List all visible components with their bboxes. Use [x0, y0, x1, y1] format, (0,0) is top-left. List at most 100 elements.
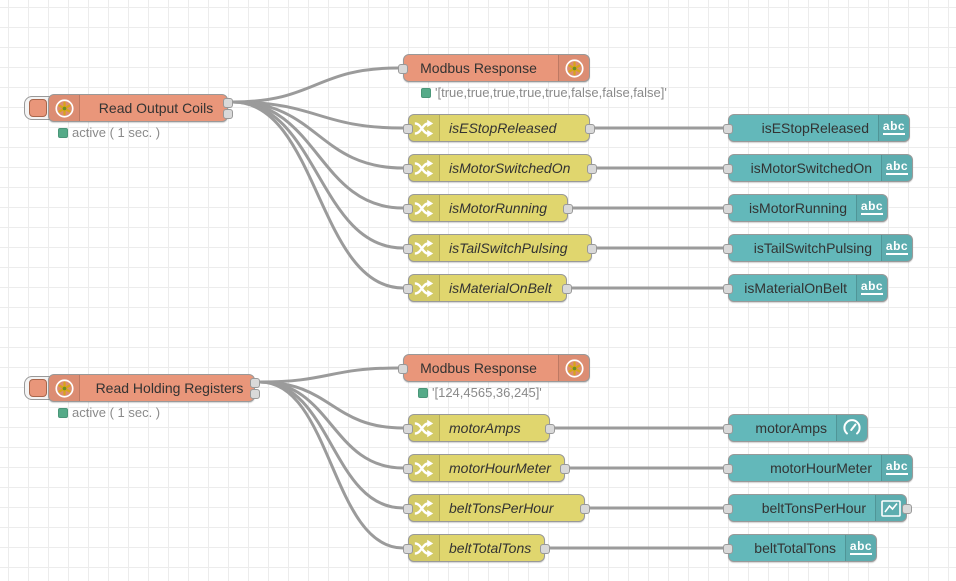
- output-port-0[interactable]: [902, 504, 912, 514]
- node-switch-isTailSwitchPulsing[interactable]: isTailSwitchPulsing: [403, 234, 597, 262]
- node-label: Modbus Response: [420, 360, 537, 376]
- input-port[interactable]: [403, 284, 413, 294]
- node-label: isMotorSwitchedOn: [449, 160, 571, 176]
- node-switch-isMotorSwitchedOn[interactable]: isMotorSwitchedOn: [403, 154, 597, 182]
- node-label: isEStopReleased: [449, 120, 557, 136]
- input-port[interactable]: [723, 284, 733, 294]
- output-port-1[interactable]: [250, 389, 260, 399]
- abc-icon: abc: [878, 115, 909, 141]
- abc-icon: abc: [856, 195, 887, 221]
- node-label: isEStopReleased: [761, 120, 869, 136]
- output-port-0[interactable]: [563, 204, 573, 214]
- node-label: isTailSwitchPulsing: [753, 240, 872, 256]
- input-port[interactable]: [403, 544, 413, 554]
- input-port[interactable]: [403, 164, 413, 174]
- input-port[interactable]: [723, 204, 733, 214]
- inject-button[interactable]: [29, 379, 47, 397]
- input-port[interactable]: [723, 124, 733, 134]
- output-port-0[interactable]: [585, 124, 595, 134]
- wire-read-output-coils--switch-isMotorRunning[interactable]: [231, 100, 405, 210]
- node-label: isMaterialOnBelt: [744, 280, 847, 296]
- node-read-holding-registers[interactable]: Read Holding Registers: [48, 374, 260, 402]
- status-text: active ( 1 sec. ): [72, 125, 161, 140]
- switch-icon: [409, 495, 440, 521]
- node-gauge-motorAmps[interactable]: motorAmps: [723, 414, 868, 442]
- wire-read-holding-registers--switch-beltTonsPerHour[interactable]: [258, 380, 405, 510]
- input-port[interactable]: [723, 424, 733, 434]
- status-indicator: [418, 387, 428, 398]
- input-port[interactable]: [398, 364, 408, 374]
- node-label: beltTotalTons: [449, 540, 532, 556]
- wire-read-output-coils--switch-isMaterialOnBelt[interactable]: [231, 100, 405, 290]
- status-indicator: [421, 87, 431, 98]
- node-chart-beltTonsPerHour[interactable]: beltTonsPerHour: [723, 494, 912, 522]
- output-port-0[interactable]: [587, 164, 597, 174]
- wire-read-output-coils--switch-isTailSwitchPulsing[interactable]: [231, 100, 405, 250]
- node-text-isTailSwitchPulsing[interactable]: abc isTailSwitchPulsing: [723, 234, 913, 262]
- wire-read-output-coils--modbus-response-1[interactable]: [231, 66, 400, 104]
- node-switch-beltTotalTons[interactable]: beltTotalTons: [403, 534, 550, 562]
- output-port-0[interactable]: [540, 544, 550, 554]
- node-label: motorHourMeter: [449, 460, 551, 476]
- node-label: isMotorSwitchedOn: [750, 160, 872, 176]
- output-port-1[interactable]: [223, 109, 233, 119]
- input-port[interactable]: [403, 204, 413, 214]
- switch-icon: [409, 235, 440, 261]
- node-switch-motorHourMeter[interactable]: motorHourMeter: [403, 454, 570, 482]
- input-port[interactable]: [723, 464, 733, 474]
- input-port[interactable]: [403, 504, 413, 514]
- input-port[interactable]: [398, 64, 408, 74]
- node-status: '[124,4565,36,245]': [418, 385, 542, 400]
- node-switch-beltTonsPerHour[interactable]: beltTonsPerHour: [403, 494, 590, 522]
- node-switch-motorAmps[interactable]: motorAmps: [403, 414, 555, 442]
- output-port-0[interactable]: [250, 378, 260, 388]
- node-switch-isEStopReleased[interactable]: isEStopReleased: [403, 114, 595, 142]
- wire-read-holding-registers--switch-beltTotalTons[interactable]: [258, 380, 405, 550]
- output-port-0[interactable]: [587, 244, 597, 254]
- node-label: isTailSwitchPulsing: [449, 240, 568, 256]
- node-text-isEStopReleased[interactable]: abc isEStopReleased: [723, 114, 910, 142]
- input-port[interactable]: [723, 244, 733, 254]
- wire-read-output-coils--switch-isMotorSwitchedOn[interactable]: [231, 100, 405, 170]
- abc-icon: abc: [881, 235, 912, 261]
- node-label: beltTonsPerHour: [449, 500, 554, 516]
- node-label: Read Output Coils: [98, 100, 214, 116]
- output-port-0[interactable]: [580, 504, 590, 514]
- status-text: '[124,4565,36,245]': [432, 385, 542, 400]
- output-port-0[interactable]: [545, 424, 555, 434]
- output-port-0[interactable]: [562, 284, 572, 294]
- input-port[interactable]: [403, 244, 413, 254]
- switch-icon: [409, 115, 440, 141]
- input-port[interactable]: [403, 424, 413, 434]
- node-label: Modbus Response: [420, 60, 537, 76]
- input-port[interactable]: [723, 164, 733, 174]
- input-port[interactable]: [403, 124, 413, 134]
- input-port[interactable]: [403, 464, 413, 474]
- wire-read-holding-registers--modbus-response-2[interactable]: [258, 366, 400, 384]
- node-label: motorAmps: [449, 420, 521, 436]
- node-status: '[true,true,true,true,true,false,false,f…: [421, 85, 667, 100]
- node-switch-isMotorRunning[interactable]: isMotorRunning: [403, 194, 573, 222]
- node-modbus-response-2[interactable]: Modbus Response: [398, 354, 590, 382]
- output-port-0[interactable]: [223, 98, 233, 108]
- inject-button[interactable]: [29, 99, 47, 117]
- status-text: active ( 1 sec. ): [72, 405, 161, 420]
- status-indicator: [58, 127, 68, 138]
- switch-icon: [409, 155, 440, 181]
- switch-icon: [409, 195, 440, 221]
- input-port[interactable]: [723, 544, 733, 554]
- node-read-output-coils[interactable]: Read Output Coils: [48, 94, 233, 122]
- input-port[interactable]: [723, 504, 733, 514]
- modbus-asterisk-icon: [49, 375, 80, 401]
- wire-read-holding-registers--switch-motorHourMeter[interactable]: [258, 380, 405, 470]
- node-label: isMaterialOnBelt: [449, 280, 552, 296]
- node-switch-isMaterialOnBelt[interactable]: isMaterialOnBelt: [403, 274, 572, 302]
- node-modbus-response-1[interactable]: Modbus Response: [398, 54, 590, 82]
- output-port-0[interactable]: [560, 464, 570, 474]
